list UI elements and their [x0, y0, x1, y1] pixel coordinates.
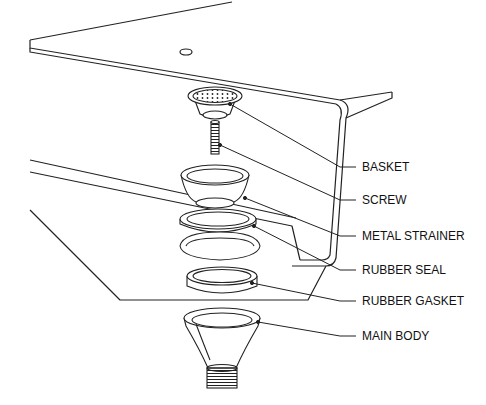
- screw: [211, 121, 219, 155]
- part-label: METAL STRAINER: [362, 229, 465, 243]
- part-label: SCREW: [362, 193, 407, 207]
- main-body: [184, 308, 260, 388]
- rubber-seal: [180, 209, 256, 232]
- part-label: MAIN BODY: [362, 329, 429, 343]
- sink: [30, 2, 392, 300]
- leader-lines: [218, 102, 356, 336]
- part-label: RUBBER GASKET: [362, 294, 464, 308]
- drain-opening: [180, 232, 260, 260]
- basket: [188, 87, 242, 119]
- part-label: BASKET: [362, 160, 409, 174]
- part-label: RUBBER SEAL: [362, 263, 446, 277]
- rubber-gasket: [187, 267, 257, 293]
- metal-strainer: [181, 165, 249, 208]
